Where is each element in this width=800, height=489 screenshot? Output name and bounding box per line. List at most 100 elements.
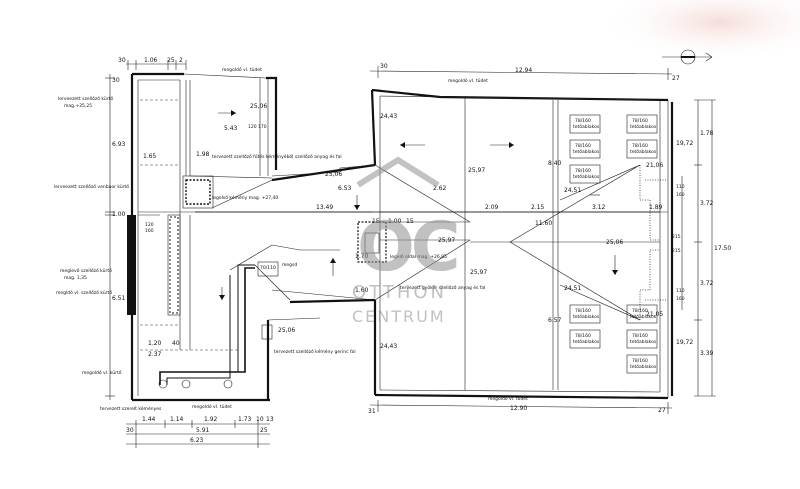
- roof-window: 78/160 tetőablakos: [569, 139, 601, 159]
- dim-label: 27: [658, 407, 666, 414]
- window-sublabel: tetőablakos: [630, 124, 657, 130]
- dim-label: 15: [406, 218, 414, 225]
- window-sublabel: tetőablakos: [630, 339, 657, 345]
- level-label: 24,51: [564, 285, 581, 292]
- dim-label: 160: [676, 192, 685, 198]
- dim-label: 2.09: [485, 204, 499, 211]
- window-label: 78/160: [575, 308, 591, 314]
- dim-label: 1.06: [144, 57, 158, 64]
- dim-label: 3.12: [592, 204, 606, 211]
- level-label: 19,72: [676, 339, 693, 346]
- window-sublabel: tetőablakos: [630, 364, 657, 370]
- dim-label: 1.00: [112, 211, 126, 218]
- window-label: 78/160: [575, 118, 591, 124]
- right-roof: [195, 88, 674, 400]
- center-section: [218, 110, 500, 304]
- dim-label: 2.62: [433, 185, 447, 192]
- dim-label: 31: [368, 408, 376, 415]
- level-label: 25,06: [606, 239, 623, 246]
- watermark-line1: OTTHON: [352, 282, 447, 303]
- level-label: 24,51: [564, 187, 581, 194]
- window-sublabel: tetőablakos: [573, 339, 600, 345]
- dim-label: 1.73: [238, 416, 252, 423]
- watermark: OC OTTHON CENTRUM: [352, 156, 461, 326]
- dim-label: 1.14: [170, 416, 184, 423]
- dim-label: 2: [179, 57, 183, 64]
- slope-arrows: [218, 110, 360, 300]
- roof-window: 78/160 tetőablakos: [569, 114, 601, 134]
- callout-label: tervezett szerelt kéményes: [100, 405, 162, 412]
- level-label: 25,97: [470, 269, 487, 276]
- dim-label: 30: [380, 63, 388, 70]
- dim-label: 1.20: [148, 340, 162, 347]
- level-label: 21,05: [646, 311, 663, 318]
- roof-window: 78/160 tetőablakos: [626, 329, 658, 349]
- north-arrow-icon: [662, 49, 713, 65]
- dimension-lines: [105, 60, 716, 448]
- dim-label: 1.00: [388, 218, 402, 225]
- window-sublabel: tetőablakos: [630, 314, 657, 320]
- window-sublabel: tetőablakos: [573, 124, 600, 130]
- dim-label: 160: [676, 296, 685, 302]
- window-label: 78/160: [575, 168, 591, 174]
- window-label: 78/160: [575, 143, 591, 149]
- dim-label: 120: [145, 222, 154, 228]
- level-label: 25,97: [468, 167, 485, 174]
- dim-label: 13: [266, 416, 274, 423]
- level-label: 25,06: [325, 171, 342, 178]
- dim-label: 30: [118, 57, 126, 64]
- dim-label: 1.98: [196, 151, 210, 158]
- watermark-logo: OC: [357, 208, 457, 287]
- dim-label: 3.39: [700, 350, 714, 357]
- window-label: 78/160: [632, 308, 648, 314]
- dim-label: 5.43: [224, 125, 238, 132]
- dim-label: 5.91: [196, 427, 210, 434]
- window-label: 78/160: [632, 333, 648, 339]
- dim-label: 13.49: [316, 204, 333, 211]
- callout-label: mag. 1,35: [64, 275, 87, 281]
- level-label: 25,06: [278, 327, 295, 334]
- watermark-line2: CENTRUM: [352, 307, 446, 326]
- callout-label: megoldó vl. kürtő: [82, 369, 122, 376]
- dim-label: 25: [167, 57, 175, 64]
- dim-label: 1.78: [700, 130, 714, 137]
- dim-label: 110: [676, 184, 685, 190]
- window-sublabel: tetőablakos: [573, 174, 600, 180]
- roof-window: 78/160 tetőablakos: [569, 329, 601, 349]
- roof-window: 78/160 tetőablakos: [626, 304, 658, 324]
- roof-window: 78/160 tetőablakos: [626, 354, 658, 374]
- dim-label: 1.60: [355, 287, 369, 294]
- callout-label: tervezett gyökér szellőző anyag és fal: [400, 284, 485, 291]
- dim-label: 10: [256, 416, 264, 423]
- dim-label: 3.72: [700, 280, 714, 287]
- dim-label: 6.93: [112, 141, 126, 148]
- dim-label: 12.94: [515, 67, 532, 74]
- paper-stain: [600, 0, 800, 62]
- level-label: 24,43: [380, 113, 397, 120]
- dim-label: 160: [145, 228, 154, 234]
- roof-window: 78/160 tetőablakos: [626, 139, 658, 159]
- dim-label: 25: [260, 427, 268, 434]
- callout-label: lerveezett szellőző venbaor kürtő: [54, 184, 129, 190]
- window-label: 78/160: [632, 143, 648, 149]
- callout-label: meglevő szellőző kürtő: [60, 268, 112, 274]
- dim-label: 215: [672, 248, 681, 254]
- roof-window: 78/160 tetőablakos: [569, 304, 601, 324]
- level-label: 25,97: [438, 237, 455, 244]
- callout-label: megoldó vl. tüdet: [488, 395, 528, 402]
- dim-label: 215: [672, 234, 681, 240]
- dim-label: 6.23: [190, 437, 204, 444]
- dim-label: 120 170: [248, 124, 267, 130]
- dim-label: 1.70: [355, 253, 369, 260]
- dim-label: 15: [372, 218, 380, 225]
- dim-label: 27: [672, 75, 680, 82]
- roof-window: 78/160 tetőablakos: [569, 164, 601, 184]
- left-wing: [127, 72, 372, 402]
- callout-label: lerveezett szellőző kürtő: [58, 96, 113, 102]
- callout-label: megldó vl. szellőző kürtő: [56, 289, 112, 296]
- dim-label: 12.90: [510, 405, 527, 412]
- window-sublabel: tetőablakos: [573, 149, 600, 155]
- dim-label: 2.37: [148, 351, 162, 358]
- level-label: 19,72: [676, 140, 693, 147]
- dim-label: 6.57: [548, 317, 562, 324]
